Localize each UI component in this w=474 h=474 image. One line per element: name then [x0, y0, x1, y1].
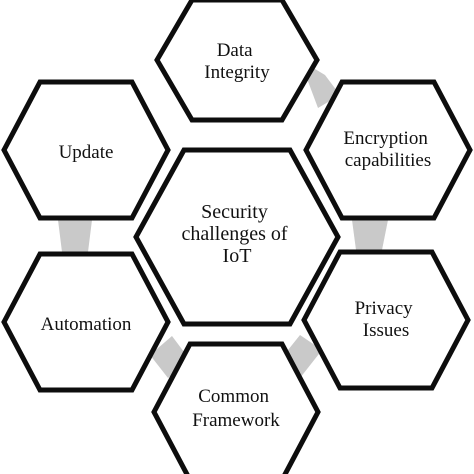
node-data-integrity: Data Integrity: [154, 0, 320, 123]
connector-encryption-privacy: [352, 220, 388, 250]
node-privacy-issues: Privacy Issues: [301, 249, 471, 391]
node-update: Update: [1, 79, 171, 221]
node-update-label: Update: [59, 142, 114, 163]
node-data-integrity-label: Data Integrity: [204, 40, 270, 83]
center-node-label: Security challenges of IoT: [181, 201, 292, 267]
node-encryption-capabilities-label: Encryption capabilities: [343, 128, 432, 171]
node-encryption-capabilities: Encryption capabilities: [303, 79, 473, 221]
connector-automation-update: [58, 220, 92, 252]
center-node: Security challenges of IoT: [133, 147, 341, 327]
node-common-framework-label: Common Framework: [192, 386, 280, 431]
node-common-framework: Common Framework: [151, 341, 321, 474]
node-automation-label: Automation: [41, 314, 132, 335]
node-automation: Automation: [1, 251, 171, 393]
node-privacy-issues-label: Privacy Issues: [355, 298, 418, 341]
